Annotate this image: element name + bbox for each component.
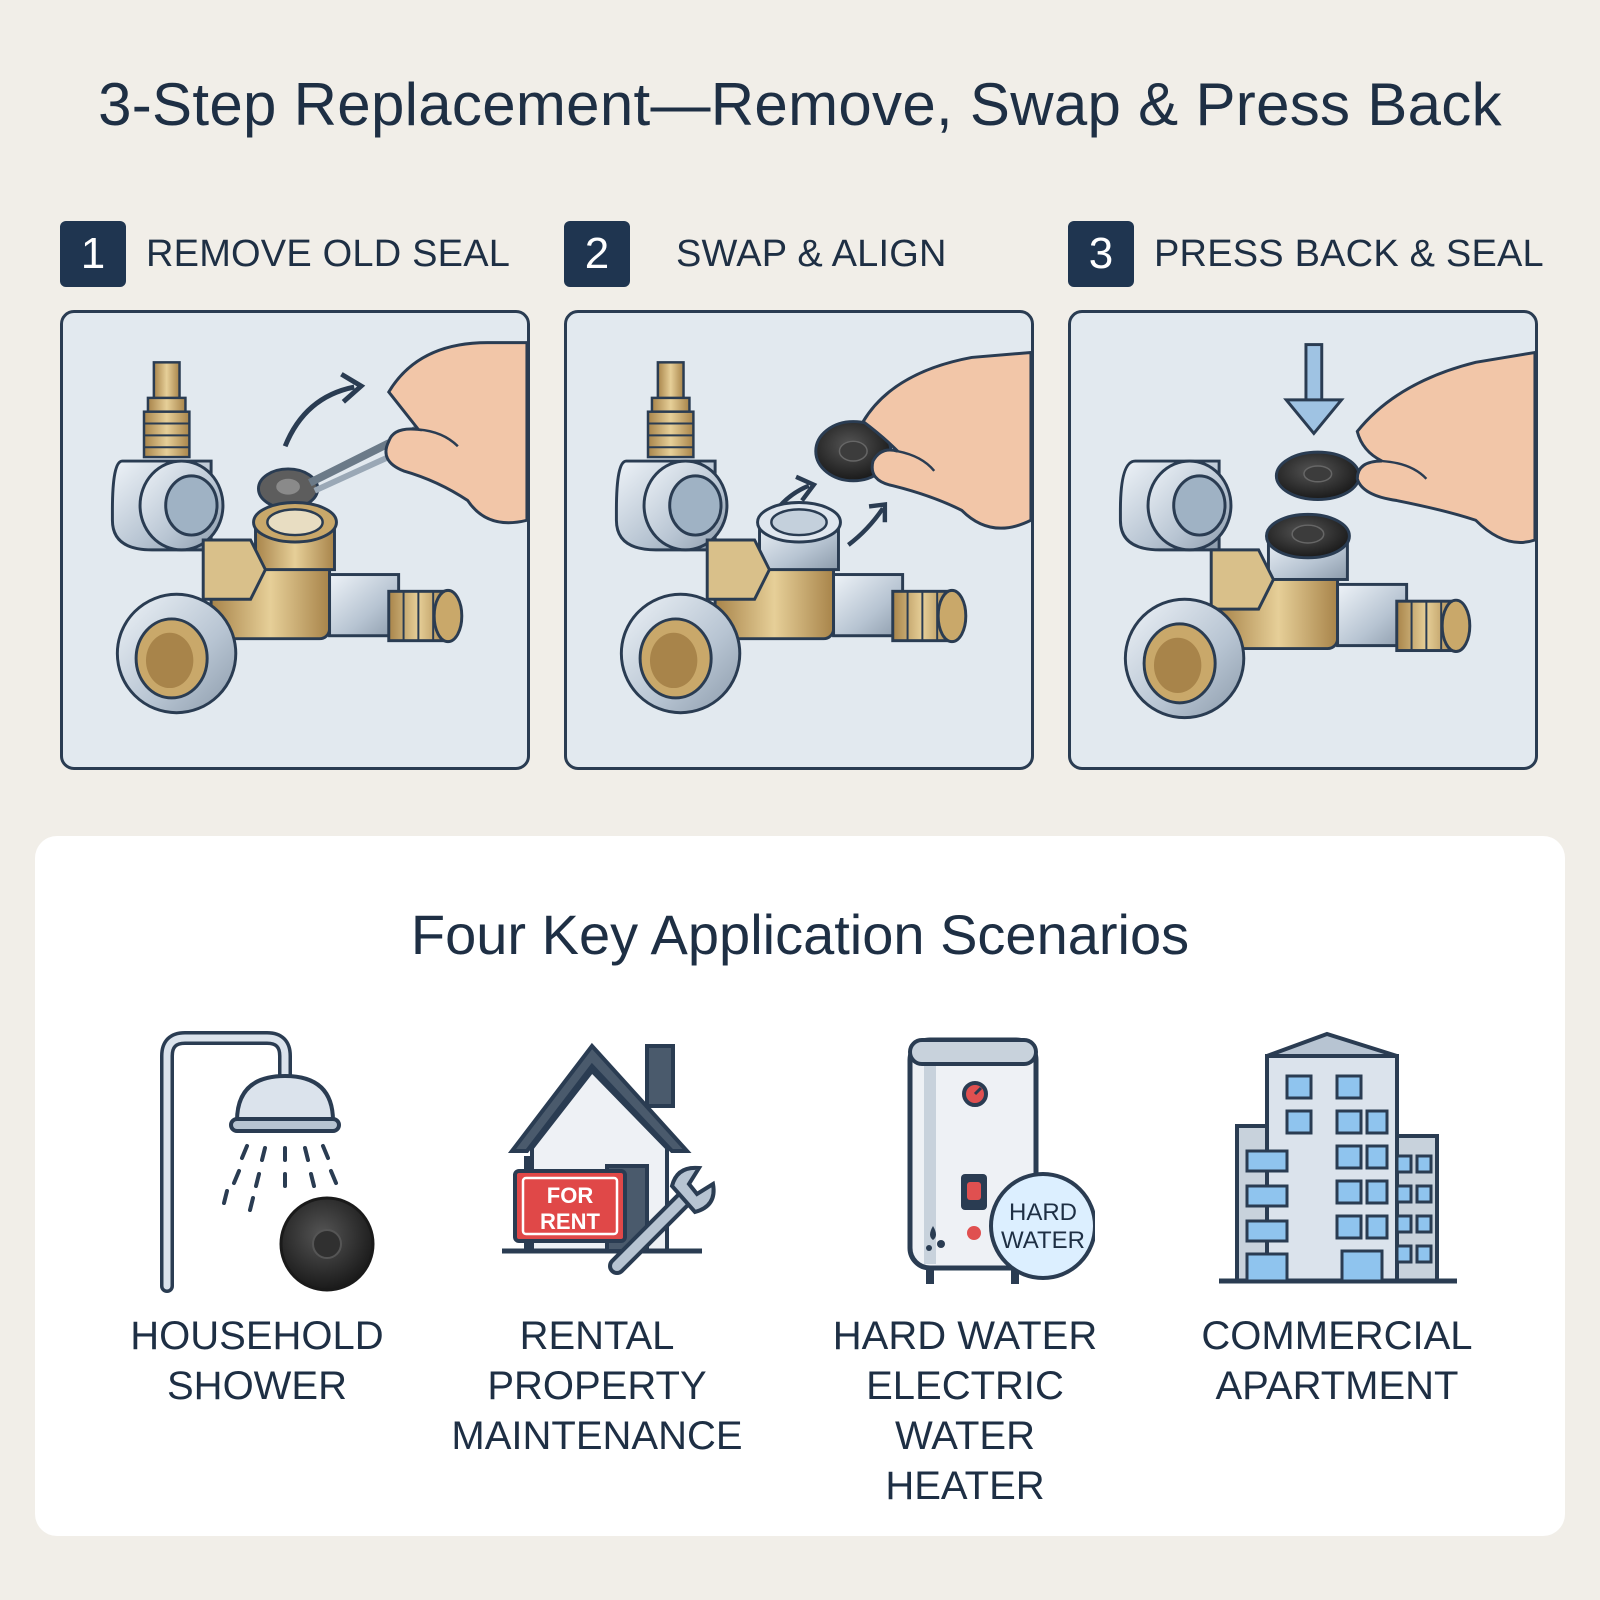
wrench-icon — [608, 1165, 716, 1275]
scenario-1-label: HOUSEHOLD SHOWER — [130, 1314, 384, 1408]
hard-water-badge-line-2: WATER — [1001, 1227, 1085, 1254]
for-rent-line-1: FOR — [547, 1183, 594, 1208]
house-for-rent-icon: FOR RENT — [502, 1042, 716, 1275]
shower-icon — [160, 1031, 375, 1293]
scenarios-title: Four Key Application Scenarios — [410, 903, 1190, 966]
step-2-number: 2 — [564, 221, 630, 287]
scenario-commercial-apartment: COMMERCIAL APARTMENT — [1167, 1026, 1507, 1486]
step-1-header: 1 REMOVE OLD SEAL — [60, 220, 510, 288]
step-2-header: 2 SWAP & ALIGN — [564, 220, 947, 288]
for-rent-line-2: RENT — [540, 1209, 600, 1234]
hard-water-badge — [989, 1172, 1095, 1280]
step-3-number: 3 — [1068, 221, 1134, 287]
hand-icon — [384, 341, 527, 525]
step-3-illustration — [1068, 310, 1538, 770]
scenario-household-shower: HOUSEHOLD SHOWER — [87, 1026, 427, 1486]
scenario-3-label: HARD WATER ELECTRIC WATER HEATER — [832, 1314, 1098, 1508]
step-1-illustration — [60, 310, 530, 770]
brass-stem-icon — [142, 361, 191, 459]
chrome-elbow-icon — [614, 459, 729, 552]
scenario-4-label: COMMERCIAL APARTMENT — [1201, 1314, 1473, 1408]
step-2-illustration — [564, 310, 1034, 770]
hand-icon — [861, 350, 1031, 530]
step-1-label: REMOVE OLD SEAL — [146, 232, 511, 275]
step-2-label: SWAP & ALIGN — [676, 232, 947, 275]
step-3-label: PRESS BACK & SEAL — [1154, 232, 1544, 275]
hard-water-badge-line-1: HARD — [1009, 1199, 1077, 1226]
new-seal-icon — [1274, 450, 1361, 502]
scenarios-card: Four Key Application Scenarios HOUSEHOLD… — [35, 836, 1565, 1536]
chrome-nut-icon — [1118, 459, 1233, 552]
tee-fitting-icon — [115, 501, 464, 715]
tee-fitting-icon — [1123, 512, 1472, 720]
tee-fitting-icon — [619, 501, 968, 715]
scenario-2-label: RENTAL PROPERTY MAINTENANCE — [451, 1314, 743, 1458]
apartment-building-icon — [1219, 1031, 1457, 1284]
arrow-down-icon — [1283, 343, 1345, 436]
step-1-number: 1 — [60, 221, 126, 287]
hand-icon — [1355, 350, 1535, 544]
scenario-rental-property: FOR RENT RENTAL PROPERTY MAINTENANCE — [427, 1026, 767, 1486]
chrome-elbow-icon — [110, 459, 225, 552]
water-heater-icon: HARD WATER — [907, 1037, 1095, 1284]
brass-stem-icon — [646, 361, 695, 459]
step-3-header: 3 PRESS BACK & SEAL — [1068, 220, 1544, 288]
scenario-water-heater: HARD WATER HARD WATER ELECTRIC WATER HEA… — [795, 1026, 1135, 1508]
page-title: 3-Step Replacement—Remove, Swap & Press … — [98, 71, 1502, 138]
